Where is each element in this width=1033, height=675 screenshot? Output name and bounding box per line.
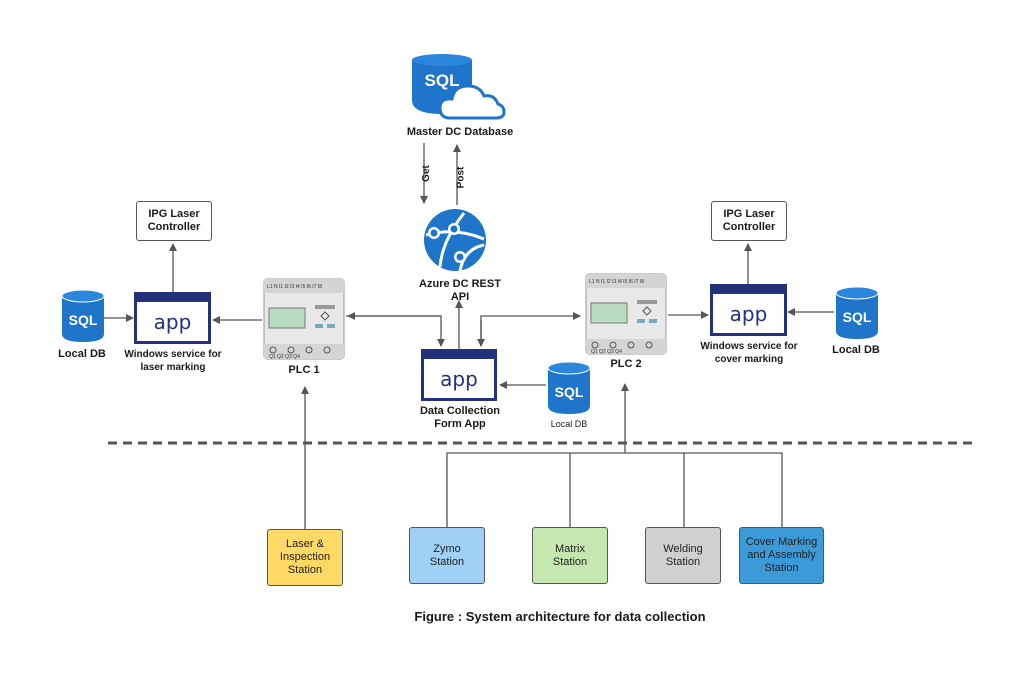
- center-local-db-icon: SQL: [547, 361, 591, 414]
- app-title-bar: [713, 287, 784, 294]
- api-label: Azure DC REST API: [419, 278, 501, 303]
- figure-caption: Figure : System architecture for data co…: [414, 609, 706, 624]
- station-label: Laser & Inspection Station: [279, 538, 331, 576]
- azure-api-globe-icon: [424, 209, 486, 272]
- svg-text:SQL: SQL: [843, 309, 872, 325]
- get-label: Get: [420, 165, 432, 182]
- matrix-station[interactable]: Matrix Station: [532, 527, 608, 584]
- plc1-label: PLC 1: [288, 364, 320, 376]
- app-title-bar: [137, 295, 208, 302]
- app-text: app: [440, 367, 478, 391]
- plc2-device-icon: L1 N I1 I2 I3 I4 I5 I6 I7 I8 Q1 Q2 Q3 Q4: [585, 273, 667, 355]
- app-text: app: [729, 302, 768, 326]
- form-app-label: Data Collection Form App: [419, 405, 501, 430]
- zymo-station[interactable]: Zymo Station: [409, 527, 485, 584]
- plc2-label: PLC 2: [610, 358, 642, 370]
- svg-text:L1 N I1 I2 I3 I4 I5 I6: L1 N I1 I2 I3 I4 I5 I6 I7 I8: [267, 284, 322, 290]
- formapp-plc2-arrow: [480, 312, 581, 346]
- cover-service-label: Windows service for cover marking: [700, 341, 798, 365]
- svg-text:Q1 Q2 Q3 Q4: Q1 Q2 Q3 Q4: [269, 354, 300, 360]
- station-label: Zymo Station: [429, 542, 465, 568]
- app-title-bar: [424, 352, 494, 359]
- laser-service-label: Windows service for laser marking: [124, 349, 222, 373]
- svg-text:L1 N I1 I2 I3 I4 I5 I6: L1 N I1 I2 I3 I4 I5 I6 I7 I8: [589, 279, 644, 285]
- cover-marking-service-app[interactable]: app: [710, 284, 787, 336]
- laser-inspection-station[interactable]: Laser & Inspection Station: [267, 529, 343, 586]
- plc1-formapp-arrow: [346, 315, 445, 347]
- sql-cloud-database-icon: SQL: [412, 54, 506, 120]
- svg-text:SQL: SQL: [425, 71, 460, 90]
- station-bus: [446, 452, 783, 527]
- welding-station[interactable]: Welding Station: [645, 527, 721, 584]
- svg-text:SQL: SQL: [555, 384, 584, 400]
- station-label: Welding Station: [663, 542, 703, 568]
- cover-marking-assembly-station[interactable]: Cover Marking and Assembly Station: [739, 527, 824, 584]
- station-label: Cover Marking and Assembly Station: [745, 536, 818, 574]
- left-local-db-icon: SQL: [61, 289, 105, 342]
- svg-text:SQL: SQL: [69, 312, 98, 328]
- svg-text:Q1 Q2 Q3 Q4: Q1 Q2 Q3 Q4: [591, 349, 622, 355]
- plc1-device-icon: L1 N I1 I2 I3 I4 I5 I6 I7 I8 Q1 Q2 Q3 Q4: [263, 278, 345, 360]
- data-collection-form-app[interactable]: app: [421, 349, 497, 401]
- master-db-label: Master DC Database: [406, 126, 514, 138]
- laser-marking-service-app[interactable]: app: [134, 292, 211, 344]
- app-text: app: [153, 310, 192, 334]
- left-ipg-controller: IPG Laser Controller: [136, 201, 212, 241]
- center-local-db-label: Local DB: [550, 419, 588, 429]
- right-local-db-icon: SQL: [835, 286, 879, 339]
- right-local-db-label: Local DB: [832, 344, 880, 356]
- right-ipg-controller: IPG Laser Controller: [711, 201, 787, 241]
- post-label: Post: [455, 166, 467, 189]
- station-label: Matrix Station: [552, 542, 588, 568]
- left-local-db-label: Local DB: [58, 348, 106, 360]
